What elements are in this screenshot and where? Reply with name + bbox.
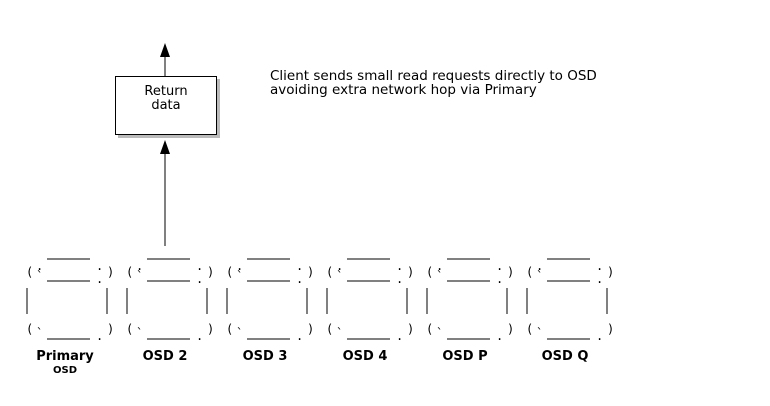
arrowhead-to-return-box	[160, 140, 170, 154]
cylinder-paren: (	[426, 322, 433, 336]
cylinder-paren: )	[407, 322, 414, 336]
cylinder-paren: )	[607, 322, 614, 336]
cylinder-dot: .	[596, 272, 603, 286]
cylinder-dot: .	[596, 329, 603, 343]
osd-label-primary: Primary	[36, 349, 94, 364]
cylinder-paren: (	[526, 265, 533, 279]
cylinder-dot: .	[96, 272, 103, 286]
cylinder-tick: `	[536, 269, 543, 283]
cylinder-dot: .	[596, 259, 603, 273]
return-box-line1: Return	[144, 84, 188, 99]
osd-cylinder: ..(`.)(`.)	[326, 258, 414, 343]
arrowhead-return-up	[160, 43, 170, 57]
cylinder-dot: .	[336, 259, 343, 273]
cylinder-tick: `	[336, 269, 343, 283]
cylinder-paren: (	[326, 322, 333, 336]
cylinder-paren: (	[526, 322, 533, 336]
cylinder-dot: .	[496, 272, 503, 286]
cylinder-paren: (	[26, 265, 33, 279]
cylinder-tick: `	[236, 269, 243, 283]
note-line1: Client sends small read requests directl…	[270, 68, 597, 84]
cylinder-paren: )	[307, 265, 314, 279]
cylinder-dot: .	[36, 259, 43, 273]
cylinder-dot: .	[496, 259, 503, 273]
cylinder-paren: (	[126, 265, 133, 279]
cylinder-tick: `	[336, 326, 343, 340]
cylinder-tick: `	[136, 326, 143, 340]
osd-label-osd-p: OSD P	[442, 349, 488, 364]
cylinder-dot: .	[96, 329, 103, 343]
cylinder-dot: .	[196, 272, 203, 286]
cylinder-paren: (	[226, 265, 233, 279]
return-box-line2: data	[151, 98, 181, 113]
cylinder-dot: .	[196, 259, 203, 273]
cylinder-dot: .	[436, 259, 443, 273]
cylinder-dot: .	[136, 259, 143, 273]
osd-label-osd-3: OSD 3	[242, 349, 288, 364]
cylinder-tick: `	[36, 269, 43, 283]
cylinder-dot: .	[396, 329, 403, 343]
cylinder-dot: .	[396, 259, 403, 273]
cylinder-dot: .	[296, 272, 303, 286]
cylinder-tick: `	[536, 326, 543, 340]
cylinder-dot: .	[96, 259, 103, 273]
cylinder-paren: (	[126, 322, 133, 336]
cylinder-paren: )	[407, 265, 414, 279]
cylinder-tick: `	[136, 269, 143, 283]
osd-cylinder: ..(`.)(`.)	[26, 258, 114, 343]
osd-label-osd-q: OSD Q	[541, 349, 589, 364]
cylinder-paren: (	[26, 322, 33, 336]
cylinder-paren: )	[307, 322, 314, 336]
note-line2: avoiding extra network hop via Primary	[270, 82, 537, 98]
osd-label-osd-4: OSD 4	[342, 349, 388, 364]
osd-cylinder: ..(`.)(`.)	[426, 258, 514, 343]
return-data-box: Return data	[115, 76, 217, 135]
cylinder-paren: )	[207, 265, 214, 279]
cylinder-dot: .	[536, 259, 543, 273]
osd-label-osd-2: OSD 2	[142, 349, 188, 364]
cylinder-paren: (	[226, 322, 233, 336]
cylinder-paren: )	[607, 265, 614, 279]
osd-cylinder: ..(`.)(`.)	[526, 258, 614, 343]
cylinder-dot: .	[296, 259, 303, 273]
cylinder-paren: )	[107, 265, 114, 279]
cylinder-tick: `	[436, 326, 443, 340]
cylinder-dot: .	[196, 329, 203, 343]
cylinder-paren: (	[426, 265, 433, 279]
cylinder-tick: `	[436, 269, 443, 283]
description-note: Client sends small read requests directl…	[270, 69, 597, 97]
cylinder-dot: .	[296, 329, 303, 343]
cylinder-tick: `	[236, 326, 243, 340]
cylinder-dot: .	[496, 329, 503, 343]
cylinder-paren: )	[207, 322, 214, 336]
cylinder-dot: .	[236, 259, 243, 273]
cylinder-tick: `	[36, 326, 43, 340]
cylinder-paren: (	[326, 265, 333, 279]
osd-cylinder: ..(`.)(`.)	[126, 258, 214, 343]
cylinder-paren: )	[507, 322, 514, 336]
osd-sublabel-primary: OSD	[52, 365, 77, 376]
osd-cylinder: ..(`.)(`.)	[226, 258, 314, 343]
cylinder-paren: )	[507, 265, 514, 279]
cylinder-dot: .	[396, 272, 403, 286]
cylinder-paren: )	[107, 322, 114, 336]
